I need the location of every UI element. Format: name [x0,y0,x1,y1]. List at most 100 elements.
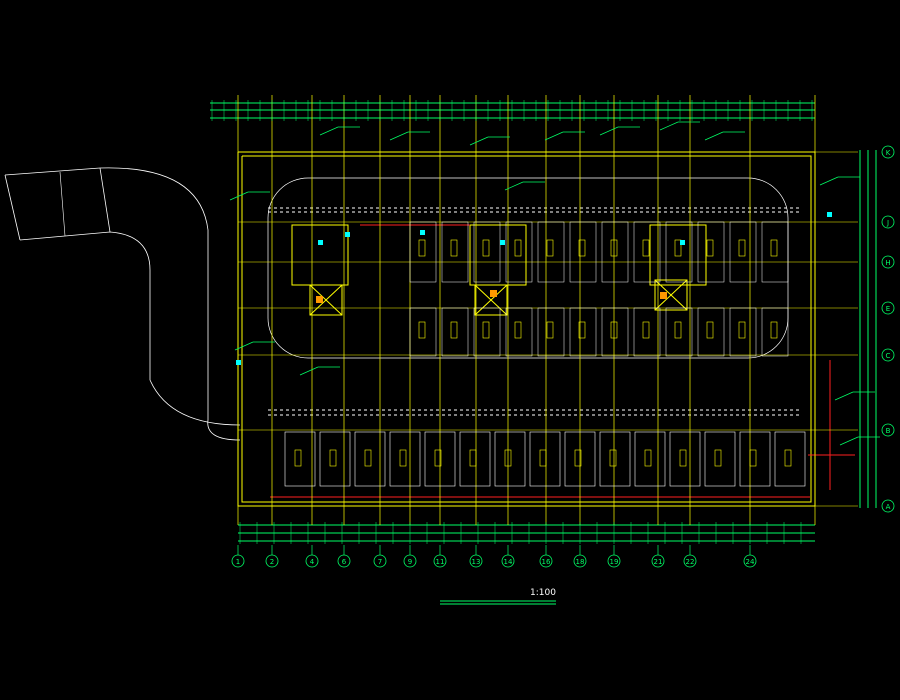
parking-stall [633,221,661,283]
leader-line [819,176,839,186]
stall-marker [578,239,586,257]
stall-marker [644,449,652,467]
axis-label-bottom: 24 [746,558,755,566]
axis-label-bottom: 9 [408,558,412,566]
stall-marker [674,239,682,257]
leader-line [299,366,319,376]
axis-bubble [373,554,387,568]
stall-marker [714,449,722,467]
parking-stall [569,307,597,357]
stall-marker [514,321,522,339]
stall-marker [434,449,442,467]
parking-stall [494,431,526,487]
leader-line [599,126,619,136]
fixture [500,240,505,245]
axis-bubble [573,554,587,568]
stall-marker [504,449,512,467]
axis-label-bottom: 19 [610,558,619,566]
axis-label-bottom: 4 [310,558,315,566]
stall-marker [418,239,426,257]
axis-bubble [469,554,483,568]
stall-marker [749,449,757,467]
axis-label-bottom: 11 [436,558,445,566]
parking-stall [761,221,789,283]
axis-label-right: J [886,219,889,227]
parking-stall [633,307,661,357]
axis-bubble [881,255,895,269]
parking-stall [409,221,437,283]
stall-marker [642,321,650,339]
plan-repeated-elements [211,95,880,544]
stall-marker [546,239,554,257]
fixture [420,230,425,235]
leader-line [834,391,854,401]
axis-label-bottom: 22 [686,558,695,566]
axis-label-bottom: 18 [576,558,585,566]
stall-marker [364,449,372,467]
axis-label-right: E [886,305,890,313]
parking-stall [459,431,491,487]
parking-stall [473,221,501,283]
stall-marker [674,321,682,339]
leader-line [544,131,564,141]
stall-marker [294,449,302,467]
parking-stall [319,431,351,487]
axis-bubble [651,554,665,568]
leader-line [469,136,489,146]
leader-line [704,131,724,141]
equipment-mark [490,290,497,297]
axis-label-bottom: 14 [504,558,513,566]
leader-line [389,131,409,141]
axis-label-bottom: 7 [378,558,382,566]
parking-stall [601,307,629,357]
parking-stall [761,307,789,357]
axis-bubble [881,499,895,513]
stall-marker [482,321,490,339]
drawing-scale: 1:100 [530,588,556,598]
axis-bubble [539,554,553,568]
leader-line [659,121,679,131]
axis-label-right: K [886,149,891,157]
axis-bubble [337,554,351,568]
stall-marker [784,449,792,467]
parking-stall [284,431,316,487]
axis-label-bottom: 21 [654,558,663,566]
stall-marker [679,449,687,467]
axis-bubble [881,348,895,362]
stall-marker [610,321,618,339]
equipment-mark [660,292,667,299]
stall-marker [738,239,746,257]
stall-marker [609,449,617,467]
stall-marker [418,321,426,339]
parking-stall [774,431,806,487]
parking-stall [634,431,666,487]
stall-marker [738,321,746,339]
parking-stall [505,221,533,283]
axis-label-bottom: 1 [236,558,240,566]
parking-stall [441,221,469,283]
parking-stall [537,307,565,357]
parking-stall [473,307,501,357]
stall-marker [642,239,650,257]
axis-bubble [433,554,447,568]
fixture [236,360,241,365]
stall-marker [399,449,407,467]
parking-stall [441,307,469,357]
parking-stall [354,431,386,487]
parking-stall [424,431,456,487]
parking-stall [601,221,629,283]
stall-marker [770,239,778,257]
leader-line [234,341,254,351]
parking-stall [697,307,725,357]
fixture [680,240,685,245]
leader-line [839,436,859,446]
stall-marker [706,239,714,257]
axis-bubble [881,423,895,437]
stall-marker [539,449,547,467]
axis-bubble [683,554,697,568]
stall-marker [469,449,477,467]
axis-label-bottom: 6 [342,558,347,566]
stall-marker [706,321,714,339]
axis-bubble [403,554,417,568]
